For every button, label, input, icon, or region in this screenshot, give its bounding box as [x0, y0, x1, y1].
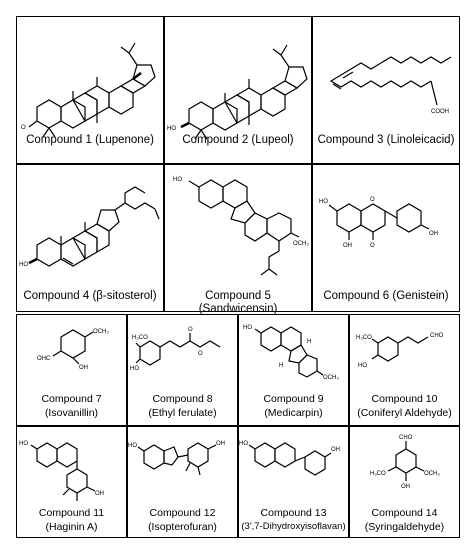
compound-9-caption: Compound 9 (Medicarpin) — [239, 392, 348, 420]
compound-3-panel: COOH Compound 3 (Linoleicacid) — [312, 16, 460, 164]
compound-7-name: (Isovanillin) — [44, 407, 99, 419]
hydroxy-label: HO — [239, 441, 248, 447]
compound-12-number: Compound 12 — [149, 507, 216, 519]
compound-4-caption: Compound 4 (β-sitosterol) — [23, 290, 157, 302]
hydroxy-label-1: HO — [319, 199, 328, 205]
compound-9-panel: HO H H OCH₃ Compound 9 (Medicarpin) — [238, 314, 349, 426]
methoxy-label: H₃CO — [356, 335, 372, 341]
hydroxy-label: OH — [79, 365, 88, 371]
compound-13-number: Compound 13 — [260, 507, 327, 519]
hydroxy-label-3: OH — [429, 231, 438, 237]
compound-14-name: (Syringaldehyde) — [364, 521, 445, 533]
compound-11-panel: HO OH Compound 11 (Haginin A) — [16, 426, 127, 538]
compound-6-panel: HO OH O O OH Compound 6 (Genistein) — [312, 164, 460, 312]
oxo-label: O — [370, 243, 375, 249]
hydroxy-label: OH — [401, 484, 410, 490]
carbonyl-label: O — [188, 327, 193, 333]
aldehyde-label: CHO — [430, 333, 444, 339]
ethyl-ferulate-structure: H₃CO HO O O — [130, 327, 221, 372]
isopterofuran-structure: HO OH — [128, 441, 225, 476]
ring-oxygen-label: O — [370, 197, 375, 203]
hydroxy-label: HO — [130, 366, 139, 372]
hydroxy-label: HO — [19, 441, 28, 447]
compound-9-number: Compound 9 — [263, 393, 324, 405]
compound-1-caption: Compound 1 (Lupenone) — [26, 134, 154, 146]
compound-2-caption: Compound 2 (Lupeol) — [182, 134, 294, 146]
compound-13-caption: Compound 13 (3',7-Dihydroxyisoflavan) — [239, 506, 348, 534]
compound-6-caption: Compound 6 (Genistein) — [323, 290, 449, 302]
compound-2-panel: HO Compound 2 (Lupeol) — [164, 16, 312, 164]
compound-5-caption: Compound 5 (Sandwicensin) — [198, 290, 278, 315]
compound-10-name: (Coniferyl Aldehyde) — [357, 407, 452, 419]
compound-11-name: (Haginin A) — [45, 521, 98, 533]
compound-8-caption: Compound 8 (Ethyl ferulate) — [128, 392, 237, 420]
lupenone-structure: O — [21, 42, 156, 138]
compound-5-panel: HO OCH₃ Compound 5 (Sandwicensin) — [164, 164, 312, 315]
ester-oxygen-label: O — [198, 351, 203, 357]
methoxy-label-1: H₃CO — [370, 471, 386, 477]
lupeol-structure: HO — [167, 44, 308, 140]
hydroxy-label-2: OH — [216, 441, 225, 447]
isovanillin-structure: OCH₃ OHC OH — [37, 329, 109, 371]
hydroxy-label: HO — [167, 126, 176, 132]
compound-13-name: (3',7-Dihydroxyisoflavan) — [241, 521, 346, 532]
hydroxy-label-2: OH — [331, 447, 340, 453]
compound-14-caption: Compound 14 (Syringaldehyde) — [350, 506, 459, 534]
compound-7-caption: Compound 7 (Isovanillin) — [17, 392, 126, 420]
dihydroxyisoflavan-structure: HO OH — [239, 441, 340, 476]
compound-14-number: Compound 14 — [371, 507, 438, 519]
beta-sitosterol-structure: HO — [19, 186, 160, 268]
compound-8-panel: H₃CO HO O O Compound 8 (Ethyl ferulate) — [127, 314, 238, 426]
genistein-structure: HO OH O O OH — [319, 197, 438, 249]
compound-10-caption: Compound 10 (Coniferyl Aldehyde) — [350, 392, 459, 420]
medicarpin-structure: HO H H OCH₃ — [243, 325, 339, 381]
hydrogen-label-2: H — [279, 363, 283, 369]
methoxy-label: OCH₃ — [293, 241, 309, 247]
compound-12-caption: Compound 12 (Isopterofuran) — [128, 506, 237, 534]
compound-8-number: Compound 8 — [152, 393, 213, 405]
methoxy-label-2: OCH₃ — [424, 471, 440, 477]
aldehyde-label: OHC — [37, 356, 51, 362]
compound-11-caption: Compound 11 (Haginin A) — [17, 506, 126, 534]
haginin-a-structure: HO OH — [19, 441, 104, 501]
aldehyde-label: CHO — [399, 435, 413, 441]
compound-10-number: Compound 10 — [371, 393, 438, 405]
compound-12-panel: HO OH Compound 12 (Isopterofuran) — [127, 426, 238, 538]
compound-1-panel: O Compound 1 (Lupenone) — [16, 16, 164, 164]
compound-10-panel: H₃CO HO CHO Compound 10 (Coniferyl Aldeh… — [349, 314, 460, 426]
hydroxy-label: HO — [358, 363, 367, 369]
methoxy-label: H₃CO — [132, 335, 148, 341]
oxo-label: O — [21, 125, 26, 131]
acid-label: COOH — [431, 109, 449, 115]
methoxy-label: OCH₃ — [93, 329, 109, 335]
sandwicensin-structure: HO OCH₃ — [173, 177, 309, 276]
compound-3-caption: Compound 3 (Linoleicacid) — [317, 134, 455, 146]
coniferyl-aldehyde-structure: H₃CO HO CHO — [356, 333, 444, 369]
hydroxy-label: HO — [19, 262, 28, 268]
compound-9-name: (Medicarpin) — [264, 407, 323, 419]
compound-7-panel: OCH₃ OHC OH Compound 7 (Isovanillin) — [16, 314, 127, 426]
compound-12-name: (Isopterofuran) — [148, 521, 217, 533]
compound-14-panel: CHO H₃CO OCH₃ OH Compound 14 (Syringalde… — [349, 426, 460, 538]
hydroxy-label: HO — [128, 443, 137, 449]
compound-8-name: (Ethyl ferulate) — [148, 407, 217, 419]
compound-11-number: Compound 11 — [38, 507, 105, 519]
hydroxy-label: HO — [173, 177, 182, 183]
syringaldehyde-structure: CHO H₃CO OCH₃ OH — [370, 435, 440, 490]
methoxy-label: OCH₃ — [323, 375, 339, 381]
compound-4-panel: HO Compound 4 (β-sitosterol) — [16, 164, 164, 312]
hydrogen-label-1: H — [307, 339, 311, 345]
compound-13-panel: HO OH Compound 13 (3',7-Dihydroxyisoflav… — [238, 426, 349, 538]
compound-7-number: Compound 7 — [41, 393, 102, 405]
linoleic-acid-structure: COOH — [329, 56, 452, 115]
hydroxy-label-2: OH — [343, 243, 352, 249]
hydroxy-label-2: OH — [95, 491, 104, 497]
hydroxy-label: HO — [243, 325, 252, 331]
